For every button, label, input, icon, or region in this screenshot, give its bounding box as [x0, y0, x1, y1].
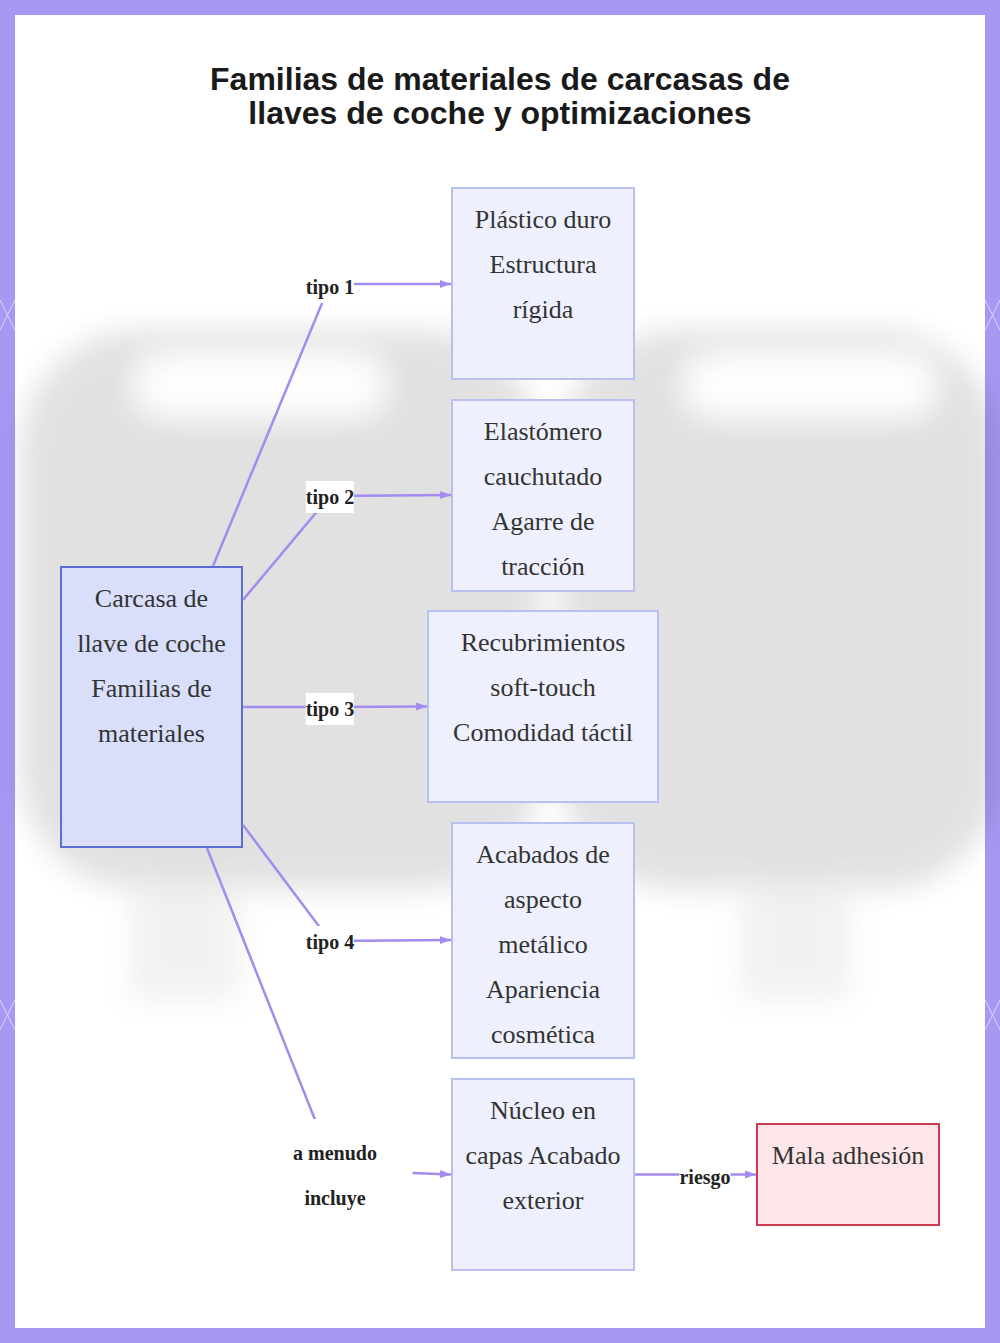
edge-label: tipo 4 [306, 926, 354, 958]
node-text: Mala adhesión [764, 1133, 932, 1178]
connector-arrow [213, 284, 451, 566]
diagram-title: Familias de materiales de carcasas de ll… [175, 62, 825, 130]
edge-label: tipo 2 [306, 481, 354, 513]
frame-line [0, 300, 15, 330]
frame-line [0, 1000, 15, 1030]
material-box: Recubrimientos soft-touch Comodidad táct… [427, 610, 659, 803]
edge-label: tipo 1 [306, 271, 354, 303]
node-text: Núcleo en capas Acabado exterior [459, 1088, 627, 1223]
edge-label: a menudo incluye [258, 1119, 413, 1233]
frame-line [0, 300, 15, 330]
key-ring-hole [140, 360, 380, 410]
material-box: Plástico duro Estructura rígida [451, 187, 635, 380]
frame-line [985, 300, 1000, 330]
frame-line [0, 1000, 15, 1030]
material-box: Elastómero cauchutado Agarre de tracción [451, 399, 635, 592]
frame-line [985, 1000, 1000, 1030]
edge-label: riesgo [679, 1161, 730, 1193]
node-text: Carcasa de llave de coche Familias de ma… [68, 576, 235, 756]
frame-line [985, 1000, 1000, 1030]
key-blade [130, 890, 240, 1000]
key-blade [740, 890, 850, 1000]
root-box: Carcasa de llave de coche Familias de ma… [60, 566, 243, 848]
connector-arrow [243, 825, 451, 941]
node-text: Recubrimientos soft-touch Comodidad táct… [435, 620, 651, 755]
process-box: Núcleo en capas Acabado exterior [451, 1078, 635, 1271]
node-text: Acabados de aspecto metálico Apariencia … [459, 832, 627, 1057]
frame-line [985, 300, 1000, 330]
title-block: Familias de materiales de carcasas de ll… [175, 62, 825, 130]
node-text: Plástico duro Estructura rígida [459, 197, 627, 332]
risk-box: Mala adhesión [756, 1123, 940, 1226]
edge-label: tipo 3 [306, 693, 354, 725]
key-ring-hole [690, 360, 930, 410]
node-text: Elastómero cauchutado Agarre de tracción [459, 409, 627, 589]
material-box: Acabados de aspecto metálico Apariencia … [451, 822, 635, 1059]
